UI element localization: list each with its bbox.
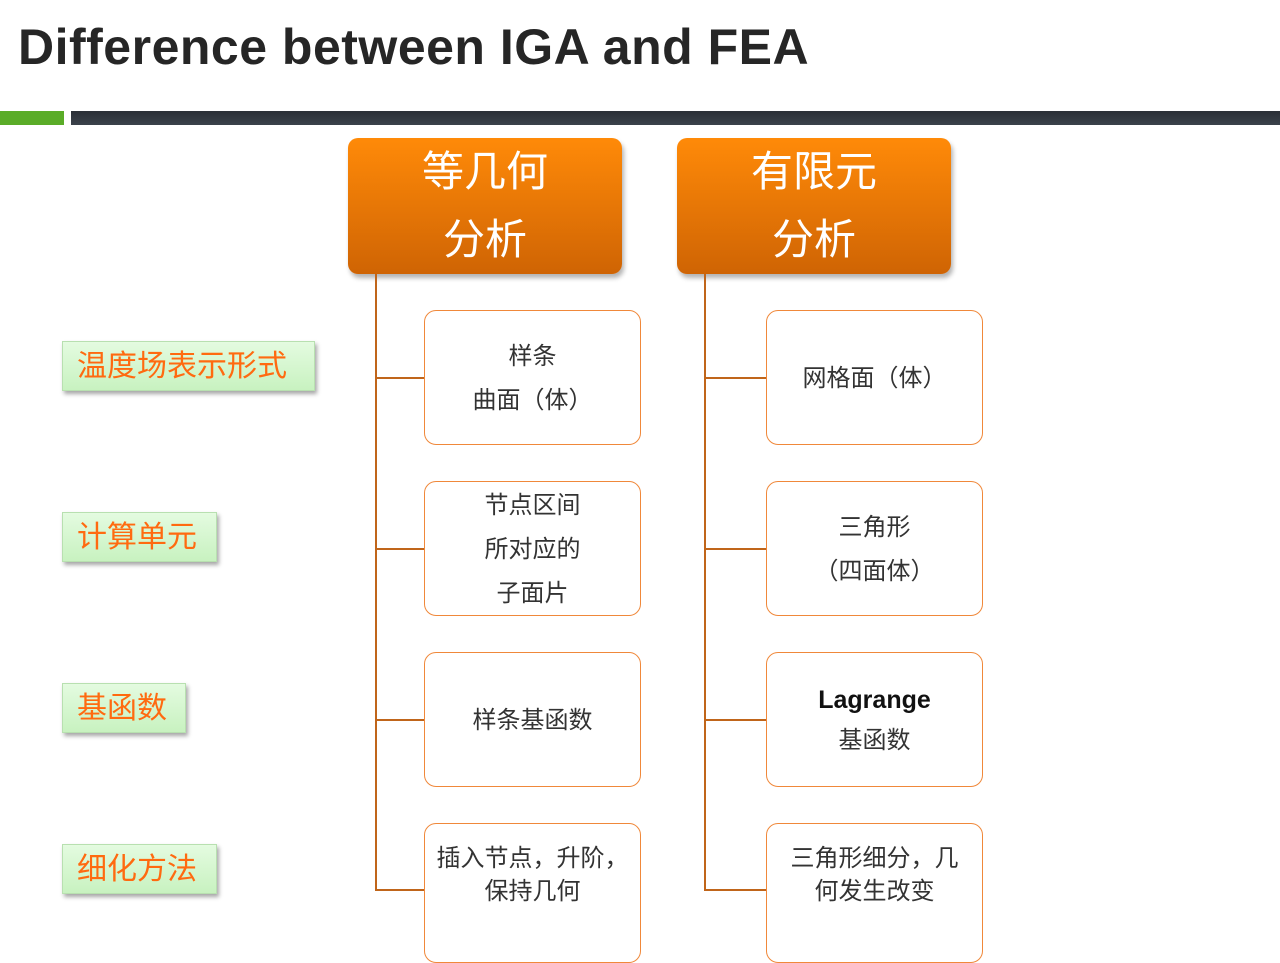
fea-refinement-box: 三角形细分，几 何发生改变 [766,823,983,963]
iga-basis-box: 样条基函数 [424,652,641,787]
category-label-element: 计算单元 [62,512,217,562]
iga-element-box: 节点区间 所对应的 子面片 [424,481,641,616]
fea-header: 有限元 分析 [677,138,951,274]
fea-element-box: 三角形 （四面体） [766,481,983,616]
fea-branch-line [704,889,766,891]
box-text: 子面片 [496,578,569,607]
iga-branch-line [375,548,424,550]
box-text: （四面体） [814,556,935,585]
box-text: 所对应的 [484,534,581,563]
iga-refinement-box: 插入节点，升阶， 保持几何 [424,823,641,963]
iga-header-line2: 分析 [442,215,527,264]
box-text: 网格面（体） [802,363,947,392]
box-text: 保持几何 [484,877,581,905]
box-text: 样条基函数 [472,705,593,734]
iga-field-representation-box: 样条 曲面（体） [424,310,641,445]
fea-header-line1: 有限元 [750,147,877,196]
fea-branch-line [704,548,766,550]
box-text: Lagrange [818,685,931,714]
box-text: 何发生改变 [814,877,935,905]
fea-branch-line [704,377,766,379]
fea-field-representation-box: 网格面（体） [766,310,983,445]
box-text: 插入节点，升阶， [436,844,629,872]
iga-branch-line [375,889,424,891]
category-label-field-representation: 温度场表示形式 [62,341,315,391]
fea-basis-box: Lagrange 基函数 [766,652,983,787]
iga-branch-line [375,377,424,379]
box-text: 节点区间 [484,490,581,519]
iga-header: 等几何 分析 [348,138,622,274]
box-text: 三角形 [838,512,911,541]
fea-trunk-line [704,274,706,891]
iga-header-line1: 等几何 [421,147,548,196]
slide-title: Difference between IGA and FEA [18,19,810,75]
box-text: 基函数 [838,725,911,754]
title-divider-bar [71,111,1280,125]
box-text: 三角形细分，几 [790,844,959,872]
fea-header-line2: 分析 [771,215,856,264]
box-text: 曲面（体） [472,385,593,414]
category-label-refinement: 细化方法 [62,844,217,894]
box-text: 样条 [508,341,557,370]
iga-branch-line [375,719,424,721]
title-accent-bar [0,111,64,125]
iga-trunk-line [375,274,377,891]
category-label-basis: 基函数 [62,683,186,733]
fea-branch-line [704,719,766,721]
